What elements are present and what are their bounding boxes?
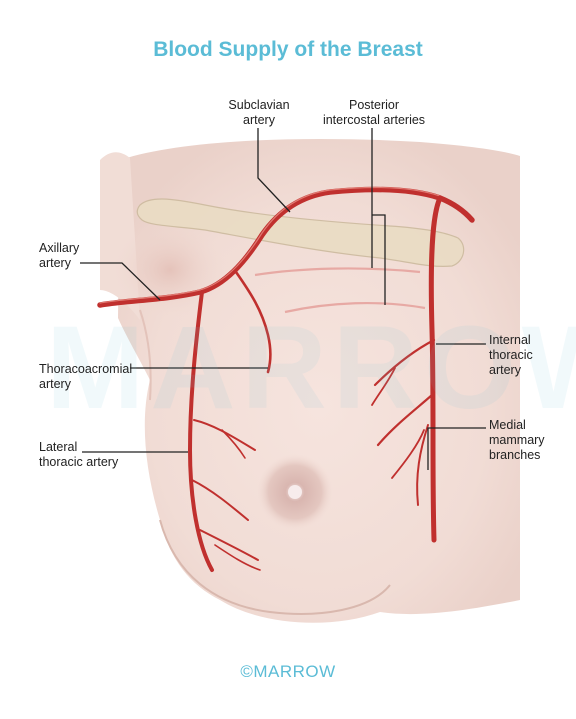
label-lateral-thoracic-line-2: thoracic artery xyxy=(39,455,119,469)
label-thoracoacromial: Thoracoacromial artery xyxy=(39,362,132,392)
label-internal-thoracic-line-2: thoracic xyxy=(489,348,533,362)
posterior-intercostal-vessel-lower xyxy=(284,301,426,314)
medial-mammary-branch-1a xyxy=(371,367,396,406)
label-internal-thoracic-line-1: Internal xyxy=(489,333,531,347)
nipple xyxy=(288,485,302,499)
axillary-subclavian-highlight xyxy=(99,186,441,304)
lateral-thoracic-branch-2 xyxy=(191,479,249,521)
label-posterior-intercostal: Posterior intercostal arteries xyxy=(316,98,432,128)
thoracoacromial-artery xyxy=(234,270,272,374)
label-internal-thoracic-line-3: artery xyxy=(489,363,521,377)
label-thoracoacromial-line-1: Thoracoacromial xyxy=(39,362,133,376)
posterior-intercostal-vessel-upper xyxy=(254,267,421,277)
medial-mammary-branch-1 xyxy=(373,338,436,387)
lateral-thoracic-branch-3 xyxy=(199,529,259,561)
posterior-intercostal-leader-2 xyxy=(372,214,386,305)
label-posterior-intercostal-line-2: intercostal arteries xyxy=(322,113,426,127)
medial-mammary-leader xyxy=(427,427,486,470)
axilla-contour xyxy=(139,309,152,401)
page-title: Blood Supply of the Breast xyxy=(153,38,423,61)
axillary-leader xyxy=(80,262,161,301)
label-medial-mammary-line-2: mammary xyxy=(489,433,545,447)
label-axillary-line-2: artery xyxy=(39,256,71,270)
lateral-thoracic-branch-1a xyxy=(221,429,246,459)
label-axillary: Axillary artery xyxy=(39,241,79,271)
label-medial-mammary-line-1: Medial xyxy=(489,418,526,432)
label-subclavian-line-2: artery xyxy=(243,113,275,127)
medial-mammary-branch-4 xyxy=(391,429,425,479)
label-medial-mammary-line-3: branches xyxy=(489,448,541,462)
internal-thoracic-artery xyxy=(428,195,443,543)
label-subclavian-line-1: Subclavian xyxy=(228,98,290,112)
subclavian-leader xyxy=(257,128,291,213)
label-internal-thoracic: Internal thoracic artery xyxy=(489,333,533,378)
medial-mammary-branch-2 xyxy=(376,393,434,447)
label-axillary-line-1: Axillary xyxy=(39,241,80,255)
clavicle xyxy=(136,198,465,267)
lateral-thoracic-artery xyxy=(188,290,214,572)
label-thoracoacromial-line-2: artery xyxy=(39,377,71,391)
label-lateral-thoracic: Lateral thoracic artery xyxy=(39,440,118,470)
medial-mammary-branch-3 xyxy=(416,424,429,506)
label-lateral-thoracic-line-1: Lateral xyxy=(39,440,78,454)
lateral-thoracic-branch-3a xyxy=(214,544,261,571)
watermark: MARROW xyxy=(46,302,576,434)
footer-brand: ©MARROW xyxy=(240,662,336,681)
label-medial-mammary: Medial mammary branches xyxy=(489,418,545,463)
label-subclavian: Subclavian artery xyxy=(224,98,294,128)
breast-contour xyxy=(159,519,391,615)
label-posterior-intercostal-line-1: Posterior xyxy=(348,98,400,112)
